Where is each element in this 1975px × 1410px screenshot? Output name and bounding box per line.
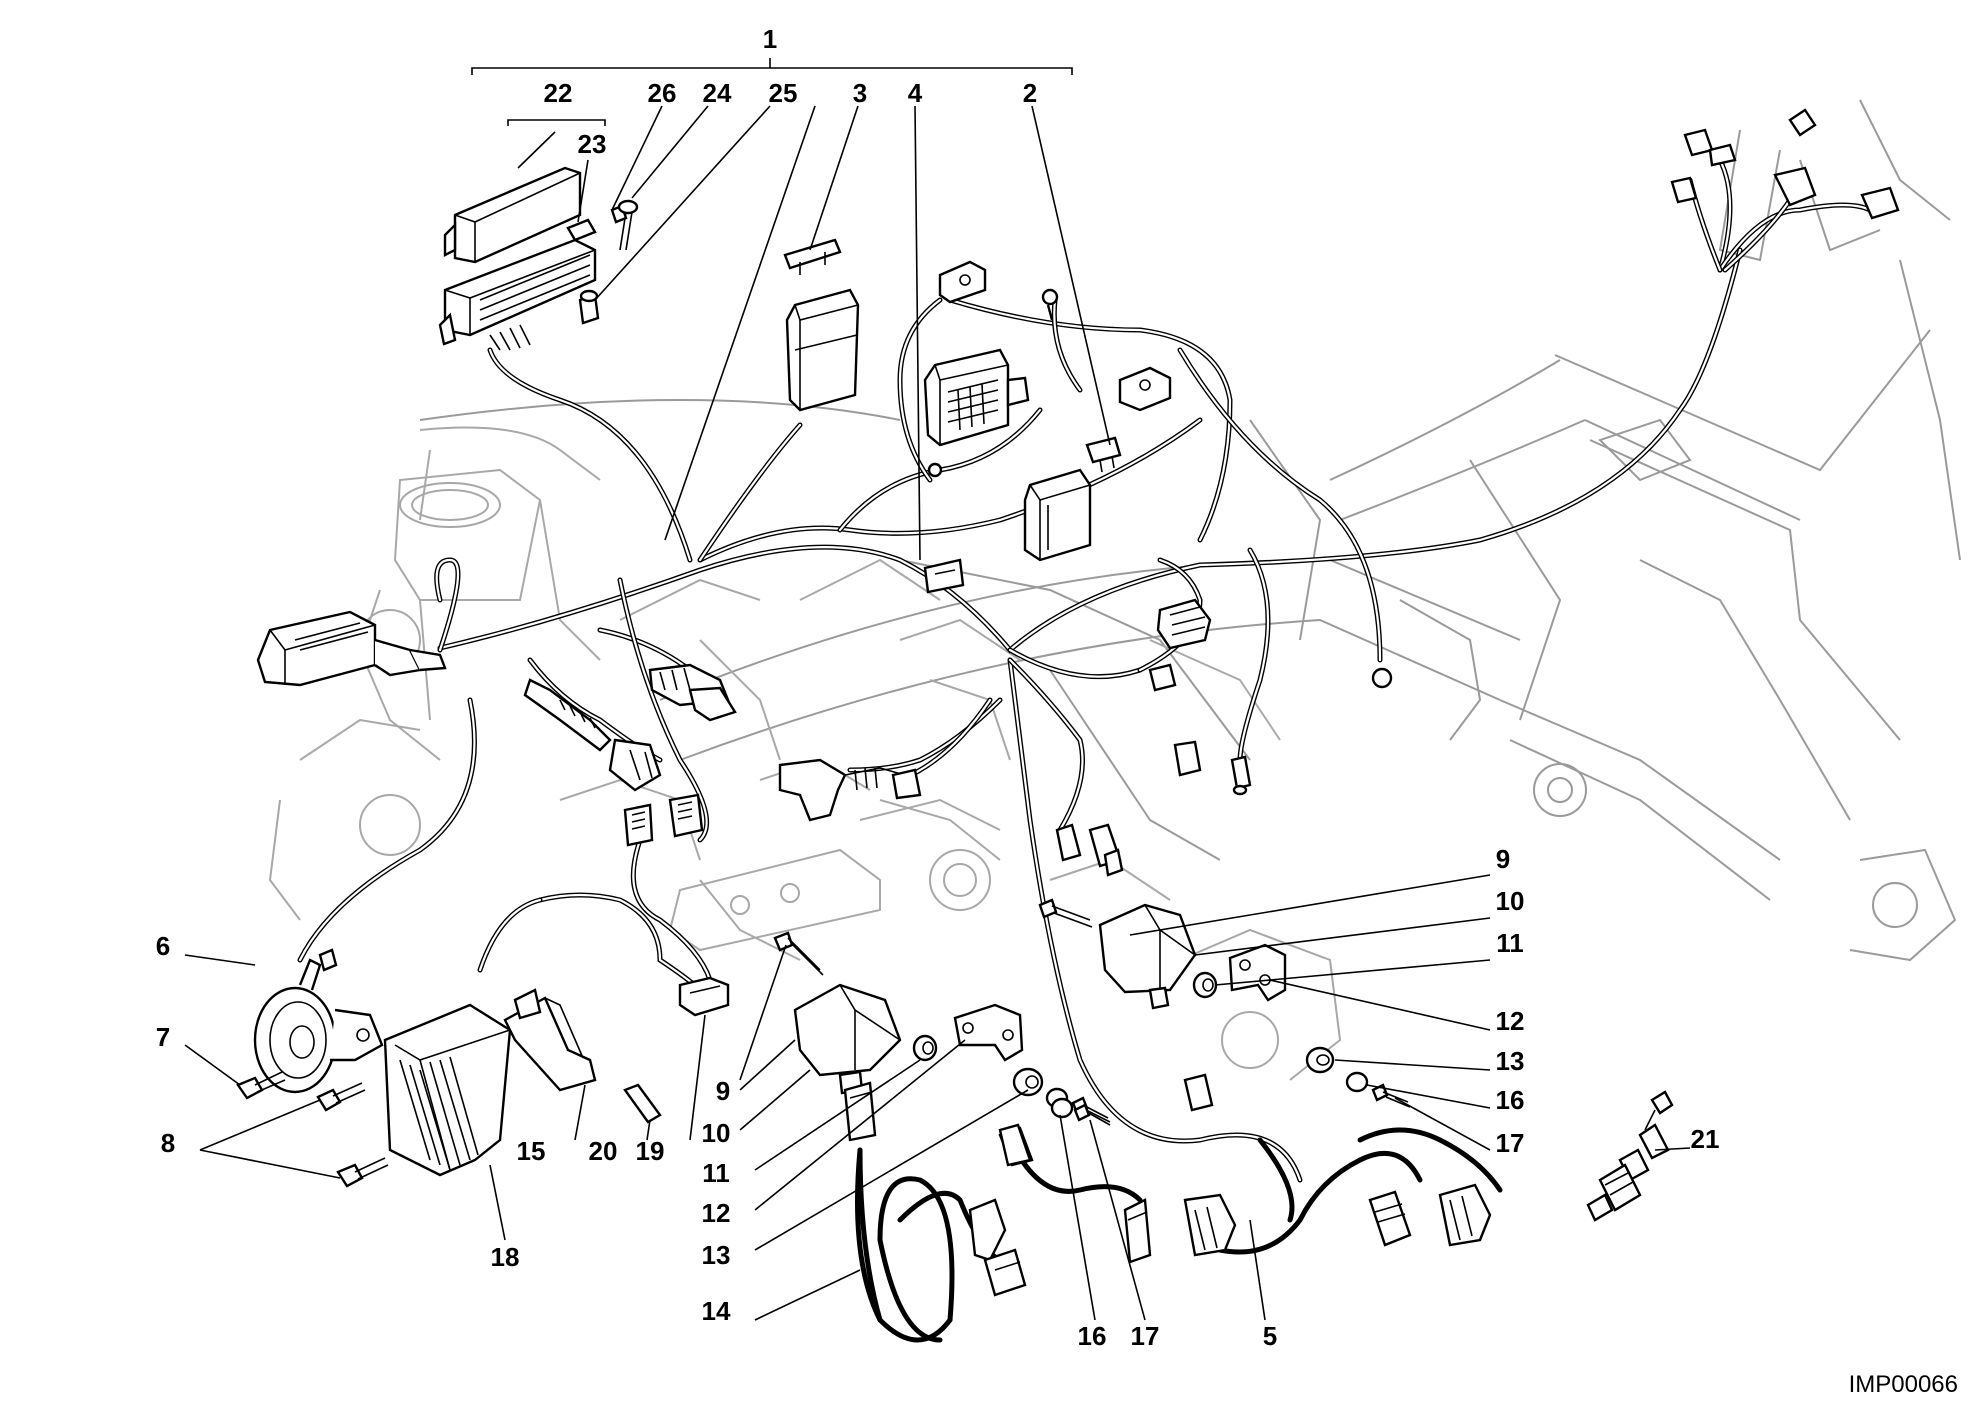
reference-code: IMP00066 xyxy=(1849,1371,1958,1398)
callout-1: 1 xyxy=(763,24,777,54)
relay xyxy=(1023,468,1092,562)
callout-26: 26 xyxy=(648,78,677,108)
callout-25: 25 xyxy=(769,78,798,108)
pickup-plug xyxy=(998,1123,1032,1167)
callout-6: 6 xyxy=(156,931,170,961)
callout-23: 23 xyxy=(578,129,607,159)
callout-9-right: 9 xyxy=(1496,844,1510,874)
lamp-connectors xyxy=(1670,108,1900,220)
horn xyxy=(253,948,384,1094)
callout-19: 19 xyxy=(636,1136,665,1166)
cam-sensor-connector xyxy=(778,758,922,822)
sensor-left xyxy=(523,678,662,792)
callout-9-left: 9 xyxy=(716,1076,730,1106)
screw xyxy=(617,199,639,251)
components xyxy=(236,108,1900,1297)
regulator-bracket xyxy=(503,988,597,1092)
callout-12-right: 12 xyxy=(1496,1006,1525,1036)
callout-20: 20 xyxy=(589,1136,618,1166)
callout-14: 14 xyxy=(702,1296,731,1326)
callout-21: 21 xyxy=(1691,1124,1720,1154)
fuse-box-cover xyxy=(443,166,582,264)
spark-plug xyxy=(1586,1090,1674,1222)
leader-lines xyxy=(184,58,1691,1321)
relay-3 xyxy=(783,238,860,412)
horn-screw xyxy=(236,1071,286,1100)
callout-10-left: 10 xyxy=(702,1118,731,1148)
callout-17-right: 17 xyxy=(1496,1128,1525,1158)
callout-22: 22 xyxy=(544,78,573,108)
harness-bracket xyxy=(1118,366,1172,412)
callout-12-left: 12 xyxy=(702,1198,731,1228)
callout-10-right: 10 xyxy=(1496,886,1525,916)
callout-13-left: 13 xyxy=(702,1240,731,1270)
connector xyxy=(923,558,965,594)
ignition-pickup-right xyxy=(998,898,1492,1264)
voltage-regulator xyxy=(383,1003,512,1177)
relay-module xyxy=(923,260,1059,478)
instrument-connector xyxy=(256,610,447,687)
callout-24: 24 xyxy=(703,78,732,108)
callout-7: 7 xyxy=(156,1022,170,1052)
callout-11-right: 11 xyxy=(1496,928,1524,958)
callout-3: 3 xyxy=(853,78,867,108)
callout-5: 5 xyxy=(1263,1321,1277,1351)
callout-16-right: 16 xyxy=(1496,1085,1525,1115)
ignition-pickup-left xyxy=(773,931,1111,1297)
callout-2: 2 xyxy=(1023,78,1037,108)
callout-15: 15 xyxy=(517,1136,546,1166)
small-connectors xyxy=(1055,740,1252,877)
connector-mid-right xyxy=(1148,598,1212,692)
grommet xyxy=(578,289,600,325)
callout-labels: 1 22 26 24 25 3 4 2 23 9 10 11 12 13 16 … xyxy=(156,24,1958,1398)
callout-8: 8 xyxy=(161,1128,175,1158)
callout-4: 4 xyxy=(908,78,923,108)
pickup-connector xyxy=(648,663,737,722)
spare-fuse xyxy=(566,218,597,242)
callout-18: 18 xyxy=(491,1242,520,1272)
ground-terminal xyxy=(1371,667,1393,689)
callout-11-left: 11 xyxy=(702,1158,730,1188)
fuse-2 xyxy=(1085,436,1122,473)
regulator-connector xyxy=(623,793,730,1017)
wiring-harness xyxy=(297,157,1873,1343)
callout-16-bottom: 16 xyxy=(1078,1321,1107,1351)
callout-13-right: 13 xyxy=(1496,1046,1525,1076)
pin xyxy=(623,1083,662,1124)
regulator-screws xyxy=(316,1082,389,1188)
callout-17-bottom: 17 xyxy=(1131,1321,1160,1351)
